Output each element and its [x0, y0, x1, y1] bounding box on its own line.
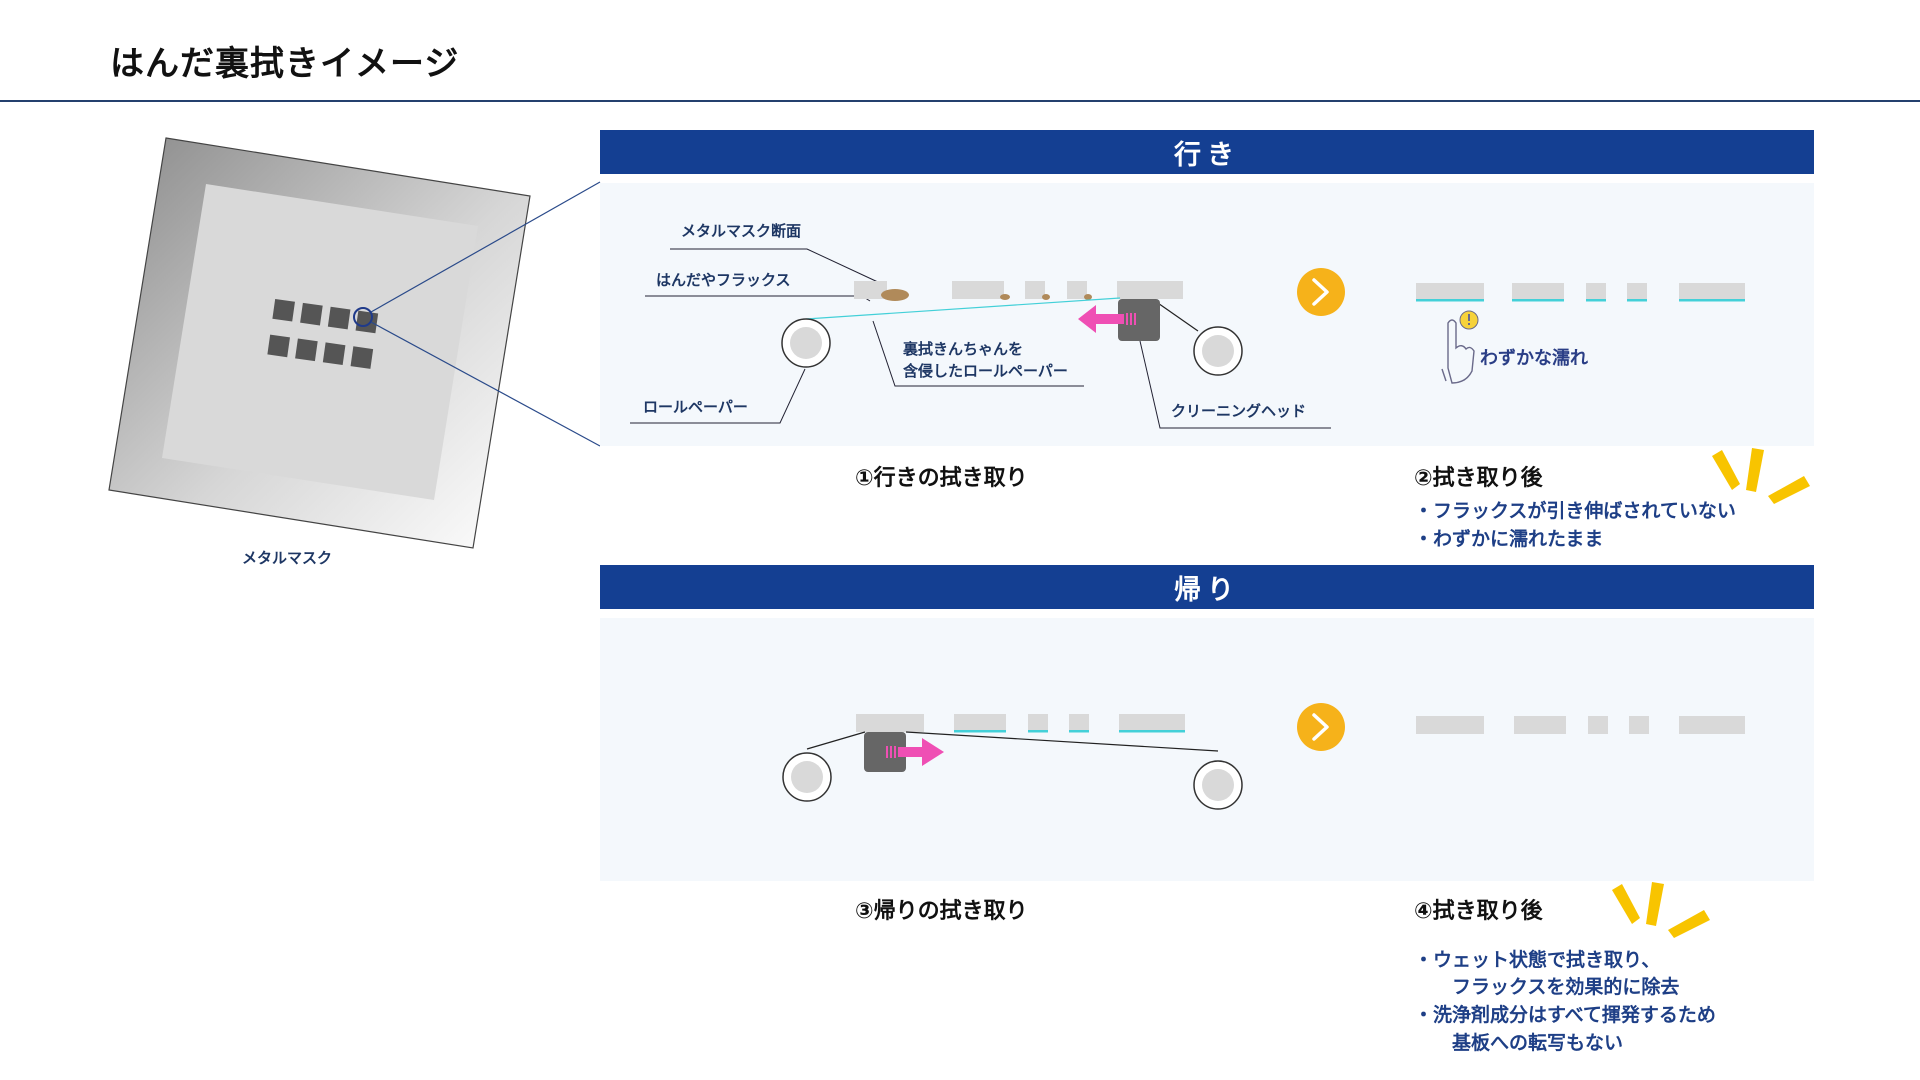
outbound-header: 行き	[600, 130, 1814, 174]
return-note-3: ・洗浄剤成分はすべて揮発するため	[1414, 1004, 1716, 1026]
cleaning-head	[1118, 299, 1160, 341]
mask-section-after	[1416, 283, 1745, 302]
mask-section-clean	[1416, 716, 1745, 734]
roller-left-return	[782, 752, 832, 802]
mask-section-during	[856, 714, 1185, 733]
caption-outbound-after: ②拭き取り後	[1414, 466, 1543, 491]
roller-right	[1193, 326, 1243, 376]
return-note-4: 基板への転写もない	[1452, 1032, 1624, 1054]
spark-lines-icon	[1712, 448, 1810, 504]
outbound-diagram	[630, 248, 1745, 429]
return-header: 帰り	[600, 565, 1814, 609]
raised-finger-icon	[1441, 319, 1475, 384]
cleaning-head-return	[864, 732, 906, 772]
label-soaked-paper-2: 含侵したロールペーパー	[903, 362, 1068, 380]
caption-return-after: ④拭き取り後	[1414, 899, 1543, 924]
metal-mask-illustration	[108, 137, 531, 549]
spark-lines-icon-return	[1612, 882, 1710, 938]
roller-right-return	[1193, 760, 1243, 810]
return-note-2: フラックスを効果的に除去	[1452, 976, 1680, 998]
push-arrow-right	[886, 738, 944, 766]
mask-inner	[162, 184, 478, 500]
label-soaked-paper-1: 裏拭きんちゃんを	[903, 340, 1024, 358]
label-slight-wet: わずかな濡れ	[1480, 348, 1588, 369]
alert-icon	[1459, 310, 1479, 330]
outbound-note-1: ・フラックスが引き伸ばされていない	[1414, 500, 1736, 522]
caption-outbound-wipe: ①行きの拭き取り	[855, 466, 1028, 491]
outbound-panel	[600, 183, 1814, 446]
roller-left	[781, 318, 831, 368]
return-panel	[600, 618, 1814, 881]
outbound-note-2: ・わずかに濡れたまま	[1414, 528, 1604, 550]
metal-mask-label: メタルマスク	[242, 549, 333, 567]
zoom-marker	[353, 307, 373, 327]
page-title: はんだ裏拭きイメージ	[110, 44, 460, 84]
return-diagram	[782, 703, 1745, 810]
chevron-right-icon	[1297, 268, 1345, 316]
title-divider	[0, 100, 1920, 102]
return-note-1: ・ウェット状態で拭き取り、	[1414, 949, 1661, 971]
label-cleaning-head: クリーニングヘッド	[1171, 402, 1307, 420]
label-cross-section: メタルマスク断面	[681, 222, 802, 240]
caption-return-wipe: ③帰りの拭き取り	[855, 899, 1028, 924]
label-solder-flux: はんだやフラックス	[656, 271, 791, 289]
label-roll-paper: ロールペーパー	[643, 398, 748, 416]
chevron-right-icon-return	[1297, 703, 1345, 751]
push-arrow-left	[1078, 305, 1136, 333]
mask-section-before	[854, 281, 1183, 301]
